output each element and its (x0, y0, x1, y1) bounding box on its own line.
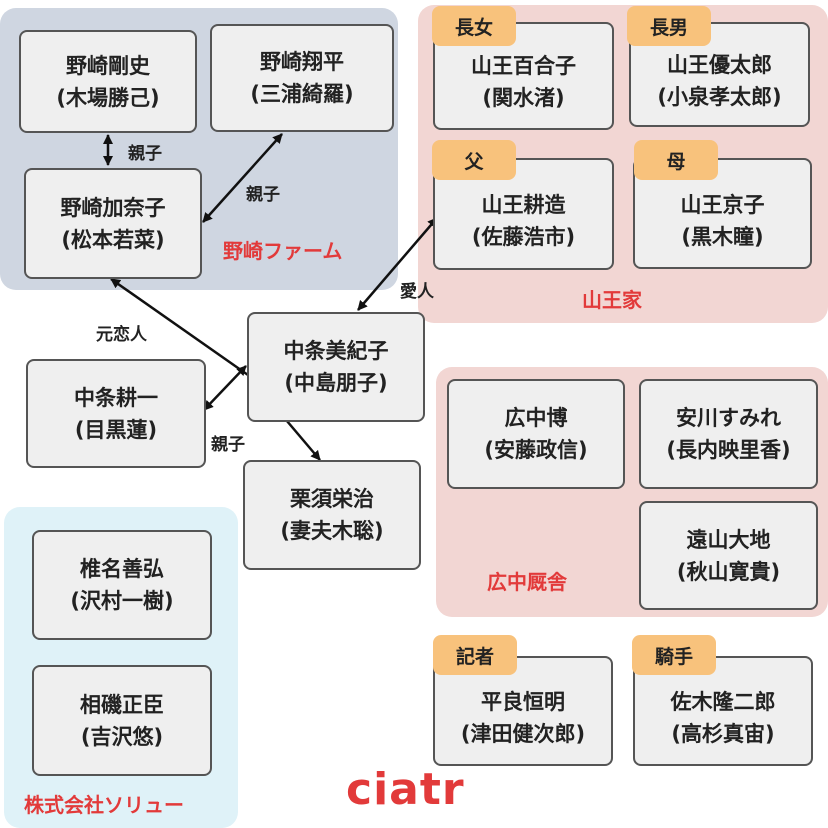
character-name: 山王京子 (680, 192, 765, 217)
character-name: 中条耕一 (74, 385, 158, 410)
character-name: 山王耕造 (481, 193, 566, 217)
card-sanno-yutaro[interactable]: 山王優太郎 (小泉孝太郎) (629, 22, 810, 127)
character-name: 平良恒明 (481, 690, 565, 714)
group-label-nozaki: 野崎ファーム (223, 239, 343, 263)
card-yasukawa-sumire[interactable]: 安川すみれ (長内映里香) (639, 379, 818, 489)
arrow-kanako-koichi (110, 277, 249, 377)
character-name: 椎名善弘 (80, 557, 164, 581)
character-name: 野崎加奈子 (60, 195, 166, 220)
card-hironaka-hiroshi[interactable]: 広中博 (安藤政信) (447, 379, 625, 489)
actor-name: (秋山寛貴) (676, 559, 781, 584)
character-name: 野崎剛史 (66, 53, 150, 78)
card-toyama-daichi[interactable]: 遠山大地 (秋山寛貴) (639, 501, 818, 610)
actor-name: (佐藤浩市) (471, 225, 576, 249)
actor-name: (松本若菜) (61, 227, 165, 252)
actor-name: (妻夫木聡) (280, 519, 384, 543)
arrow-shohei-kanako (202, 133, 283, 223)
actor-name: (関水渚) (482, 86, 565, 110)
arrow-mikiko-koichi (203, 365, 247, 411)
actor-name: (安藤政信) (484, 438, 588, 462)
actor-name: (黒木瞳) (681, 224, 764, 249)
character-name: 中条美紀子 (283, 339, 389, 363)
rel-label-aijin: 愛人 (400, 282, 434, 302)
tag-kisha: 記者 (433, 635, 517, 675)
card-shiina-yoshihiro[interactable]: 椎名善弘 (沢村一樹) (32, 530, 212, 640)
tag-chojo: 長女 (432, 6, 516, 46)
actor-name: (木場勝己) (56, 85, 160, 110)
tag-chonan: 長男 (627, 6, 711, 46)
actor-name: (津田健次郎) (460, 722, 586, 746)
tag-chichi: 父 (432, 140, 516, 180)
actor-name: (高杉真宙) (671, 722, 775, 746)
character-name: 相磯正臣 (80, 692, 164, 717)
card-kurisu-eiji[interactable]: 栗須栄治 (妻夫木聡) (243, 460, 421, 570)
character-name: 山王優太郎 (667, 52, 772, 77)
group-label-hironaka: 広中厩舎 (487, 570, 567, 594)
arrow-mikiko-kozo (357, 217, 438, 311)
actor-name: (中島朋子) (284, 371, 388, 395)
character-name: 佐木隆二郎 (670, 690, 776, 714)
character-name: 広中博 (504, 406, 568, 430)
character-name: 安川すみれ (676, 406, 781, 430)
actor-name: (吉沢悠) (80, 724, 164, 749)
ciatr-logo: ciatr (346, 764, 465, 815)
card-nakajo-mikiko[interactable]: 中条美紀子 (中島朋子) (247, 312, 425, 422)
card-nozaki-shohei[interactable]: 野崎翔平 (三浦綺羅) (210, 24, 394, 132)
tag-haha: 母 (634, 140, 718, 180)
card-nozaki-takeshi[interactable]: 野崎剛史 (木場勝己) (19, 30, 197, 133)
group-label-solyu: 株式会社ソリュー (24, 793, 184, 817)
actor-name: (長内映里香) (666, 438, 791, 462)
actor-name: (目黒蓮) (74, 417, 158, 442)
character-name: 栗須栄治 (290, 487, 374, 511)
rel-label-motokoibito: 元恋人 (96, 325, 147, 345)
tag-kishu: 騎手 (632, 635, 716, 675)
card-nakajo-koichi[interactable]: 中条耕一 (目黒蓮) (26, 359, 206, 468)
rel-label-oyako-1: 親子 (128, 144, 162, 164)
character-name: 野崎翔平 (260, 50, 344, 74)
rel-label-oyako-2: 親子 (246, 185, 280, 205)
actor-name: (三浦綺羅) (250, 82, 354, 106)
card-nozaki-kanako[interactable]: 野崎加奈子 (松本若菜) (24, 168, 202, 279)
card-aiso-masaomi[interactable]: 相磯正臣 (吉沢悠) (32, 665, 212, 776)
actor-name: (小泉孝太郎) (657, 84, 782, 109)
rel-label-oyako-3: 親子 (211, 435, 245, 455)
character-name: 山王百合子 (471, 54, 576, 78)
actor-name: (沢村一樹) (70, 589, 174, 613)
card-sanno-kozo[interactable]: 山王耕造 (佐藤浩市) (433, 158, 614, 270)
character-name: 遠山大地 (686, 527, 771, 552)
group-label-sanno: 山王家 (582, 288, 642, 312)
